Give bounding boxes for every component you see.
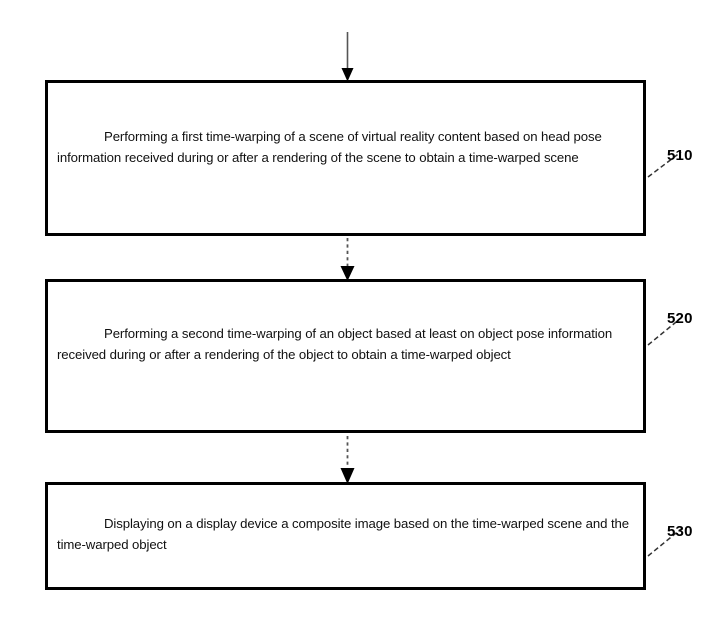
process-box-510-text: Performing a first time-warping of a sce… xyxy=(57,129,606,165)
reference-numeral-520: 520 xyxy=(667,310,693,327)
arrow-510-to-520 xyxy=(340,238,355,281)
process-box-530-text: Displaying on a display device a composi… xyxy=(57,516,633,552)
process-box-530: Displaying on a display device a composi… xyxy=(45,482,646,590)
entry-arrow xyxy=(341,32,354,82)
process-box-520-text: Performing a second time-warping of an o… xyxy=(57,326,616,362)
arrow-520-to-530 xyxy=(340,436,355,484)
reference-numeral-530: 530 xyxy=(667,523,693,540)
process-box-510: Performing a first time-warping of a sce… xyxy=(45,80,646,236)
process-box-520: Performing a second time-warping of an o… xyxy=(45,279,646,433)
reference-numeral-510: 510 xyxy=(667,147,693,164)
